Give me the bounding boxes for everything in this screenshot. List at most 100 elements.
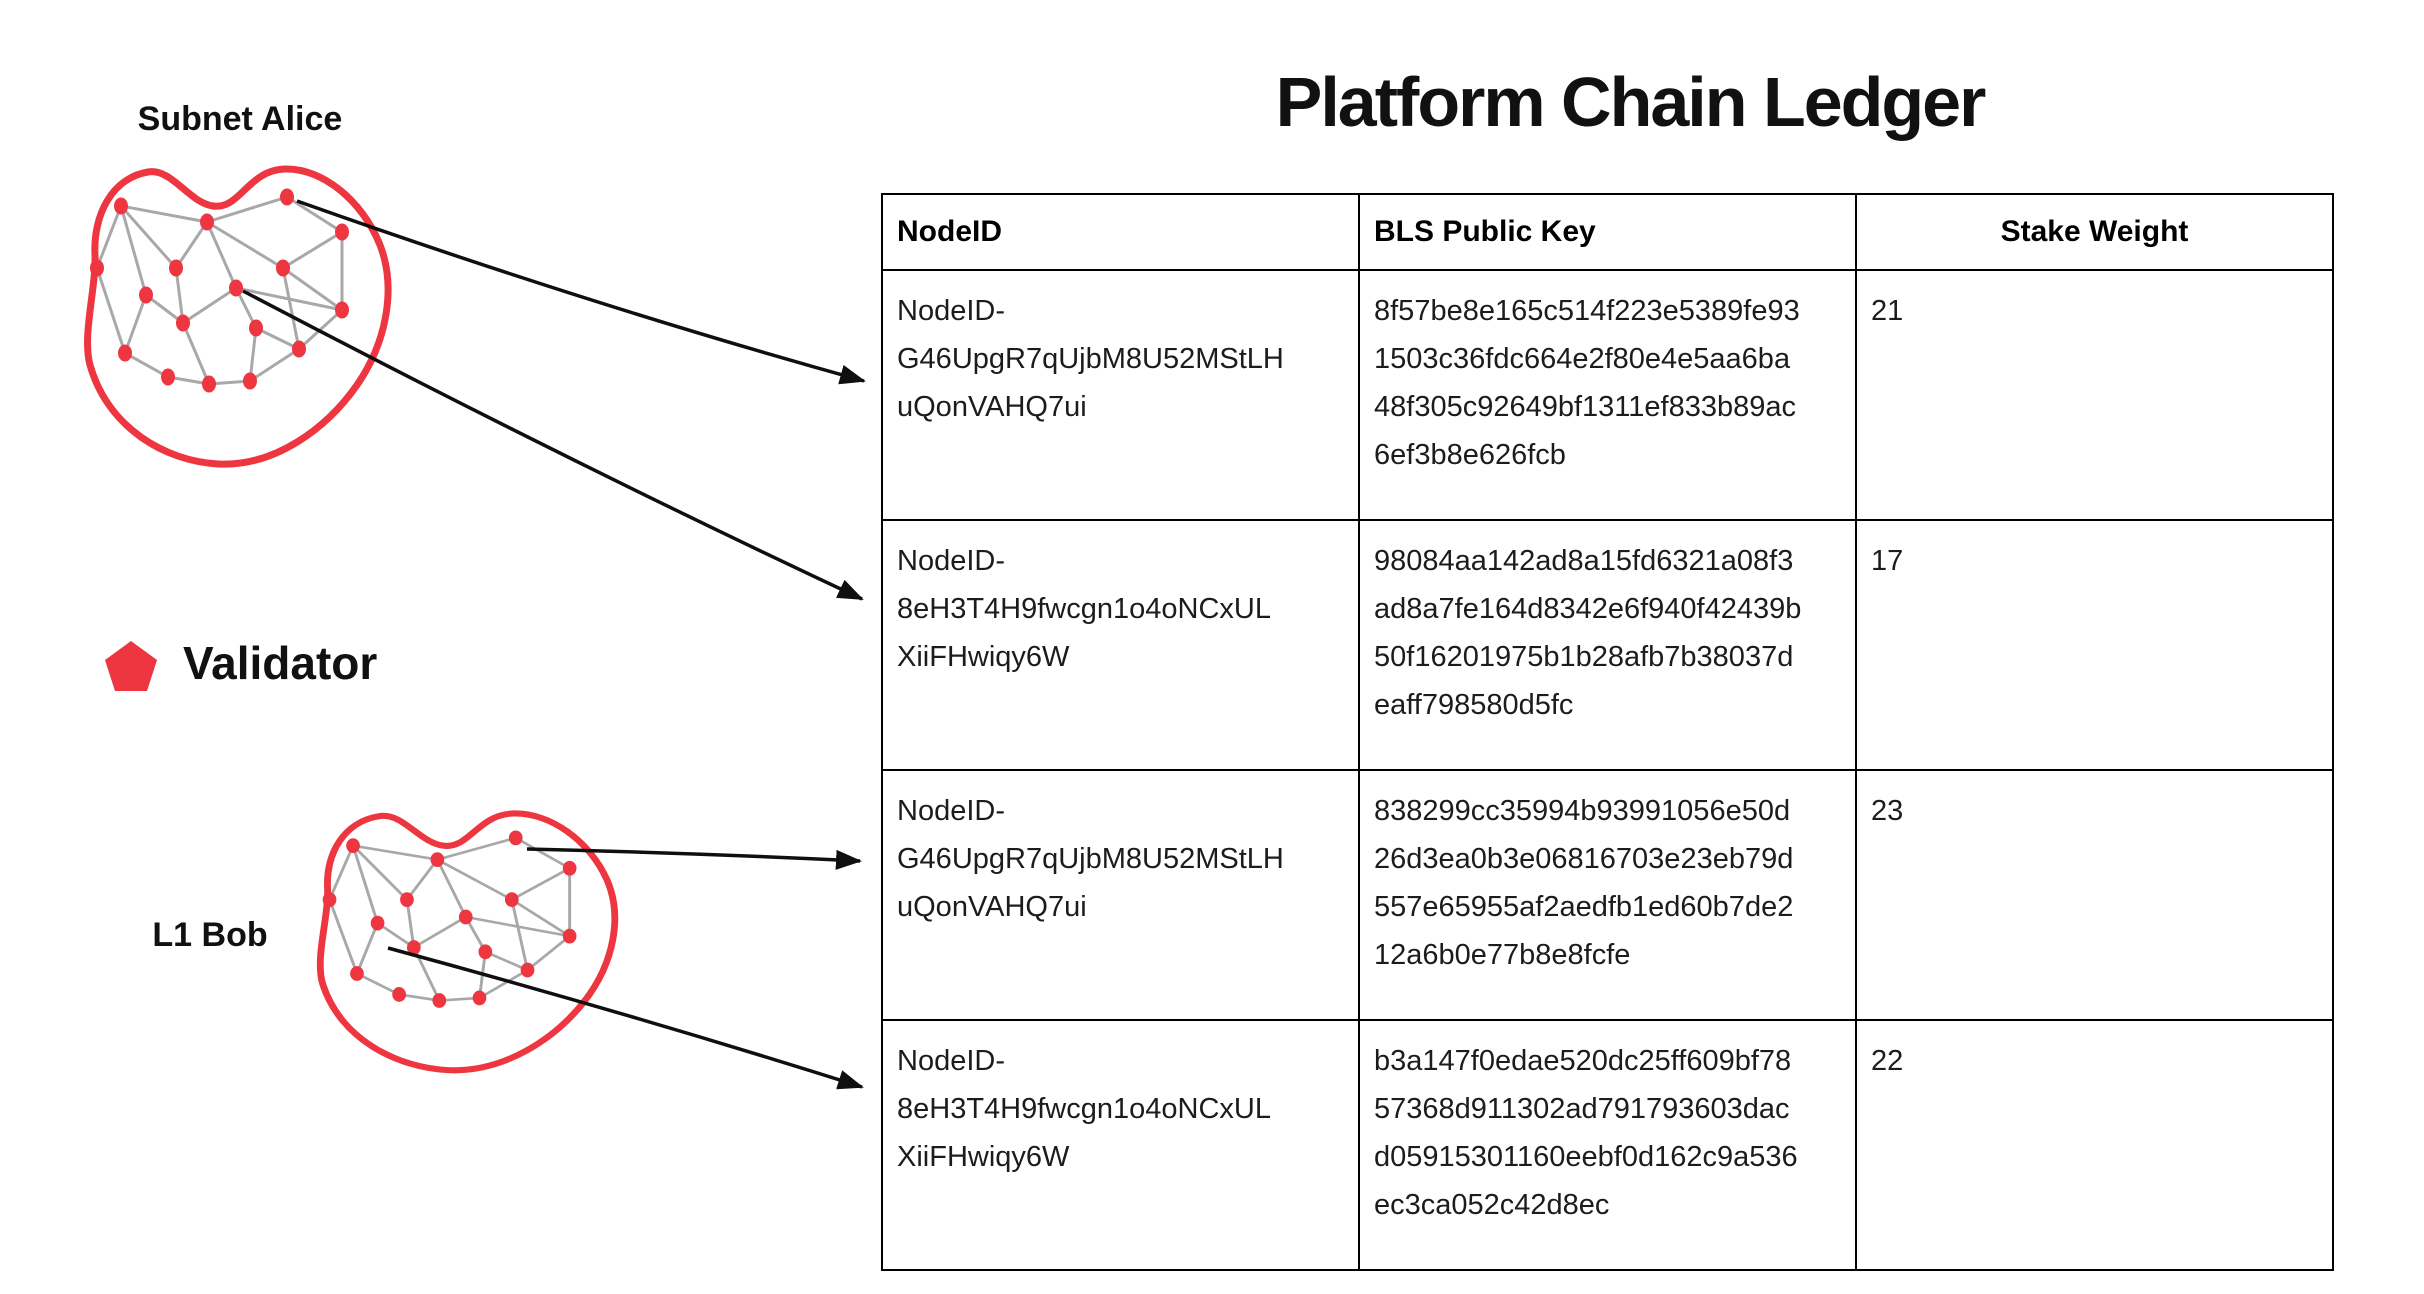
bls-key-cell: 838299cc35994b93991056e50d26d3ea0b3e0681… <box>1358 769 1857 1021</box>
arrow-alice-to-row2 <box>242 289 864 601</box>
validator-node-icon <box>114 197 128 215</box>
network-edge <box>376 922 415 949</box>
subnet-alice-network <box>84 165 392 468</box>
validator-node-icon <box>243 372 257 390</box>
validator-node-icon <box>200 213 214 231</box>
table-row: NodeID-G46UpgR7qUjbM8U52MStLHuQonVAHQ7ui… <box>881 769 2334 1021</box>
validator-node-icon <box>472 990 487 1006</box>
nodeid-cell: NodeID-8eH3T4H9fwcgn1o4oNCxULXiiFHwiqy6W <box>881 519 1360 771</box>
network-edge <box>249 347 300 383</box>
validator-node-icon <box>520 962 535 978</box>
validator-node-icon <box>335 301 349 319</box>
bls-key-value: 838299cc35994b93991056e50d26d3ea0b3e0681… <box>1374 795 1794 971</box>
bls-key-value: 98084aa142ad8a15fd6321a08f3ad8a7fe164d83… <box>1374 545 1802 721</box>
validator-node-icon <box>430 852 445 867</box>
validator-node-icon <box>370 915 385 931</box>
header-row: NodeID BLS Public Key Stake Weight <box>881 193 2334 271</box>
arrow-alice-to-row1 <box>296 199 866 385</box>
bls-key-value: 8f57be8e165c514f223e5389fe931503c36fdc66… <box>1374 295 1800 471</box>
l1-bob-network <box>316 810 619 1074</box>
network-edge <box>282 266 343 312</box>
validator-node-icon <box>229 279 243 297</box>
nodeid-value: NodeID-8eH3T4H9fwcgn1o4oNCxULXiiFHwiqy6W <box>897 1045 1271 1173</box>
validator-node-icon <box>161 368 175 386</box>
nodeid-cell: NodeID-8eH3T4H9fwcgn1o4oNCxULXiiFHwiqy6W <box>881 1019 1360 1271</box>
network-edge <box>351 844 409 901</box>
network-edge <box>510 898 571 938</box>
table-row: NodeID-8eH3T4H9fwcgn1o4oNCxULXiiFHwiqy6W… <box>881 1019 2334 1271</box>
validator-node-icon <box>508 830 523 846</box>
network-edge <box>328 899 359 974</box>
validator-node-icon <box>478 944 493 960</box>
validator-node-icon <box>249 319 263 337</box>
ledger-table: NodeID BLS Public Key Stake Weight NodeI… <box>881 193 2334 1271</box>
validator-node-icon <box>432 993 447 1008</box>
header-stake-weight: Stake Weight <box>1855 193 2334 271</box>
subnet-boundary <box>84 165 392 468</box>
network-edge <box>405 899 416 948</box>
network-edge <box>120 204 208 224</box>
nodeid-cell: NodeID-G46UpgR7qUjbM8U52MStLHuQonVAHQ7ui <box>881 769 1360 1021</box>
stake-weight-cell: 21 <box>1855 269 2334 521</box>
network-edge <box>181 322 211 385</box>
network-edge <box>286 195 343 234</box>
network-edge <box>205 221 238 289</box>
network-edge <box>123 294 148 354</box>
table-row: NodeID-G46UpgR7qUjbM8U52MStLHuQonVAHQ7ui… <box>881 269 2334 521</box>
network-edge <box>255 326 300 351</box>
validator-node-icon <box>139 286 153 304</box>
validator-node-icon <box>169 259 183 277</box>
l1-bob-label: L1 Bob <box>152 916 268 954</box>
subnet-alice-label: Subnet Alice <box>137 100 343 138</box>
network-edge <box>95 205 123 269</box>
network-edge <box>328 845 355 901</box>
network-edge <box>145 293 184 325</box>
network-edge <box>352 844 438 861</box>
network-edge <box>351 845 379 924</box>
network-edge <box>119 205 148 296</box>
validator-node-icon <box>400 892 414 908</box>
network-edge <box>514 836 571 870</box>
stake-weight-value: 17 <box>1871 545 1904 577</box>
network-edge <box>124 351 169 379</box>
network-edge <box>95 267 127 354</box>
validator-node-icon <box>350 966 364 981</box>
network-edge <box>282 230 343 270</box>
network-edge <box>478 968 529 1000</box>
validator-node-icon <box>458 909 473 925</box>
header-nodeid: NodeID <box>881 193 1360 271</box>
bls-key-value: b3a147f0edae520dc25ff609bf7857368d911302… <box>1374 1045 1798 1221</box>
stake-weight-cell: 22 <box>1855 1019 2334 1271</box>
network-edge <box>405 858 439 901</box>
network-edge <box>435 859 468 918</box>
bls-key-cell: 98084aa142ad8a15fd6321a08f3ad8a7fe164d83… <box>1358 519 1857 771</box>
stake-weight-value: 21 <box>1871 295 1904 327</box>
subnet-boundary <box>316 810 619 1074</box>
header-bls-key: BLS Public Key <box>1358 193 1857 271</box>
validator-node-icon <box>90 259 104 277</box>
network-edge <box>355 922 379 975</box>
validator-node-icon <box>280 188 294 206</box>
validator-node-icon <box>335 223 349 241</box>
network-edge <box>119 205 178 269</box>
bls-key-cell: 8f57be8e165c514f223e5389fe931503c36fdc66… <box>1358 269 1857 521</box>
network-edge <box>436 858 513 901</box>
network-edge <box>174 267 185 324</box>
validator-node-icon <box>118 344 132 362</box>
validator-node-icon <box>322 892 337 908</box>
network-edge <box>526 935 571 972</box>
stake-weight-cell: 23 <box>1855 769 2334 1021</box>
arrow-bob-to-row4 <box>387 946 864 1090</box>
stake-weight-value: 23 <box>1871 795 1904 827</box>
network-edge <box>484 950 529 972</box>
table-row: NodeID-8eH3T4H9fwcgn1o4oNCxULXiiFHwiqy6W… <box>881 519 2334 771</box>
validator-node-icon <box>406 940 421 955</box>
validator-node-icon <box>202 375 216 393</box>
validator-node-icon <box>392 987 406 1002</box>
validator-node-icon <box>562 928 577 944</box>
network-edge <box>511 867 571 901</box>
network-edge <box>356 972 400 996</box>
page-title: Platform Chain Ledger <box>1275 63 1987 141</box>
stake-weight-value: 22 <box>1871 1045 1904 1077</box>
arrow-bob-to-row3 <box>526 847 862 870</box>
